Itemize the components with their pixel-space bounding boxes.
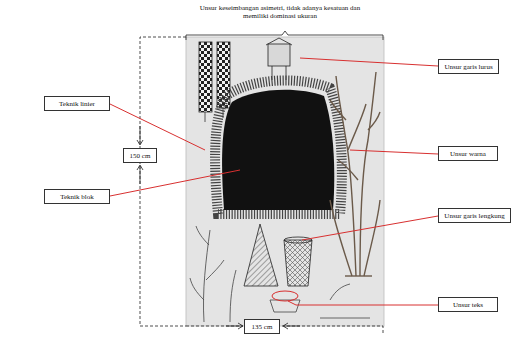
leader-line [110,170,240,196]
note-text: Unsur keseimbangan asimetri, tidak adany… [190,4,370,20]
artwork [284,240,312,286]
artwork [186,37,384,326]
artwork [199,42,212,112]
callout-text: 150 cm [129,152,151,160]
callout-text: Teknik linier [50,100,104,108]
artwork [190,226,370,322]
callout-text: Unsur garis lurus [444,63,493,71]
artwork [364,200,380,276]
artwork [330,284,350,300]
artwork [360,72,376,276]
artwork [266,38,292,45]
dimension-line [137,37,383,335]
leader-line [272,291,298,301]
artwork [345,275,372,276]
artwork [336,76,356,276]
callout-box: Unsur garis lengkung [438,208,511,223]
callout-box: Unsur teks [438,297,498,312]
artwork [215,80,342,214]
dimension-line [282,326,383,335]
dimension-line [137,126,143,145]
callout-box: Unsur warna [438,146,498,161]
dimension-line [283,323,300,329]
dimension-box: 135 cm [244,319,280,334]
artwork [222,90,334,210]
leader-line [110,104,205,150]
callout-box: Teknik blok [44,189,110,204]
leader-line [110,58,438,305]
callout-box: Unsur garis lurus [438,59,499,74]
artwork [190,278,204,300]
artwork [203,230,210,322]
artwork [206,260,224,280]
artwork [196,226,209,245]
artwork [186,37,384,326]
top-bracket [186,31,383,40]
dimension-line [137,165,143,184]
dimension-line [226,323,243,329]
artwork [217,42,230,108]
callout-text: Unsur garis lengkung [444,212,505,220]
artwork [368,112,380,130]
callout-text: Teknik blok [50,193,104,201]
callout-box: Teknik linier [44,96,110,111]
artwork [348,104,366,150]
leader-line [288,301,438,305]
artwork [205,112,206,122]
artwork [270,300,300,312]
artwork [330,100,346,120]
callout-text: Unsur teks [444,301,492,309]
callout-text: Unsur warna [444,150,492,158]
artwork [330,200,352,276]
artwork [244,224,278,286]
artwork [284,237,312,243]
leader-line [300,58,438,66]
dimension-line [140,37,186,326]
callout-text: 135 cm [250,323,274,331]
artwork [330,72,380,276]
artwork [230,270,236,322]
artwork [338,160,358,180]
leader-line [302,216,438,240]
leader-line [350,150,438,154]
dimension-box: 150 cm [123,148,157,163]
artwork [268,44,290,66]
artwork [320,318,370,319]
